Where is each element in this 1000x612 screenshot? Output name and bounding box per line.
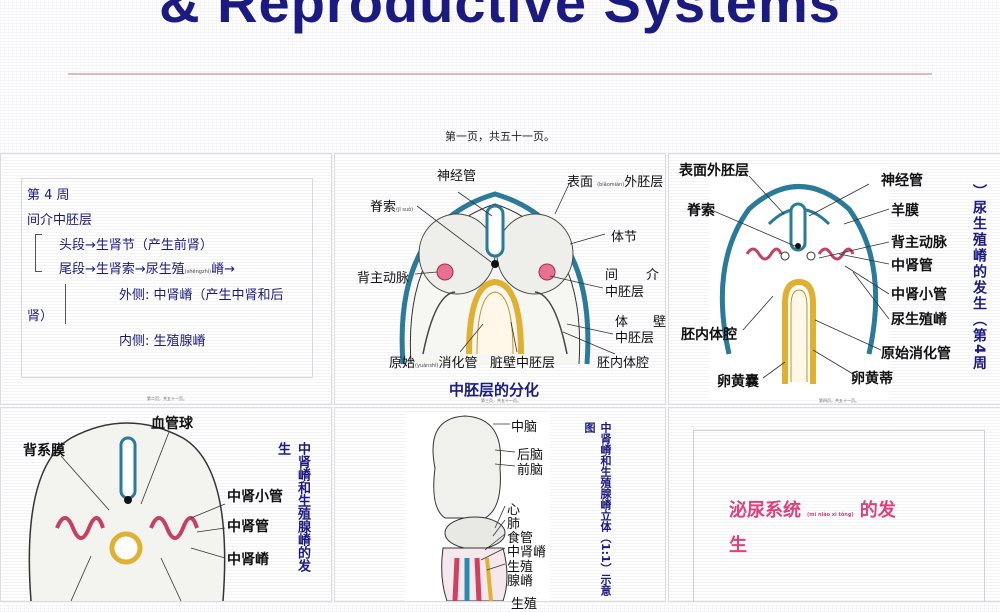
label-dorsal-aorta: 背主动脉 [891, 235, 947, 251]
slide-footer: 第四页，共五十一页。 [819, 398, 859, 403]
label-notochord: 脊索 [687, 203, 715, 219]
slide-footer: 第二页，共五十一页。 [147, 396, 187, 401]
page-counter: 第一页，共五十一页。 [445, 130, 555, 143]
label-urogenital-ridge: 尿生殖嵴 [891, 312, 947, 328]
label-forebrain: 前脑 [517, 463, 544, 478]
tail-segment-text: 尾段→生肾索→尿生殖(shēngzhí)嵴→ [59, 258, 235, 277]
thumbnail-slide-2[interactable]: 第 4 周 间介中胚层 头段→生肾节（产生前肾） 尾段→生肾索→尿生殖(shēn… [0, 153, 332, 405]
label-mesonephric-duct: 中肾管 [227, 519, 269, 535]
label-mesonephric-tubule: 中肾小管 [227, 489, 283, 505]
label-mesonephric-ridge: 中肾嵴 [227, 552, 269, 568]
label-midbrain: 中脑 [511, 420, 538, 435]
side-title: ）尿生殖嵴的发生（第4周 [971, 184, 987, 372]
side-title-b: 中肾嵴和生殖腺嵴的发 [295, 442, 310, 572]
label-mesonephric-ridge: 中肾嵴 [507, 545, 547, 560]
label-gonad-2: 腺嵴 [507, 574, 534, 589]
diagram-caption: 中胚层的分化 [449, 381, 540, 399]
label-lateral-2: 壁 [653, 315, 667, 330]
label-dorsal-aorta: 背主动脉 [357, 271, 410, 286]
urogenital-diagram [708, 175, 890, 384]
brace [35, 234, 42, 272]
label-primitive-gut: 原始(yuánshǐ)消化管 [389, 352, 477, 371]
label-lateral-3: 中胚层 [615, 331, 655, 346]
label-intermediate-1: 间 [605, 268, 619, 283]
title-divider [68, 73, 932, 75]
label-primitive-gut: 原始消化管 [881, 346, 951, 362]
label-splanchnic: 脏壁中胚层 [490, 356, 556, 371]
label-lateral-1: 体 [615, 315, 629, 330]
label-coelom: 胚内体腔 [681, 327, 737, 343]
label-coelom: 胚内体腔 [597, 356, 650, 371]
title-pinyin: (mì niào xì tǒng) [807, 512, 854, 518]
thumbnail-slide-4[interactable]: 表面外胚层 神经管 脊索 羊膜 背主动脉 中肾管 中肾小管 尿生殖嵴 胚内体腔 … [668, 153, 1000, 405]
text-box [21, 178, 313, 378]
title-part-b: 的发 [859, 500, 896, 521]
thumbnail-slide-5[interactable]: 背系膜 血管球 中肾小管 中肾管 中肾嵴 生 中肾嵴和生殖腺嵴的发 [0, 407, 332, 602]
label-somite: 体节 [611, 230, 638, 245]
brace-2 [65, 284, 71, 324]
label-notochord-pinyin: (jǐ suǒ) [396, 207, 414, 213]
embryo-diagram [432, 415, 516, 601]
thumbnail-slide-7[interactable]: 泌尿系统 (mì niào xì tǒng) 的发 生 [668, 407, 1000, 602]
label-notochord: 脊索(jǐ suǒ) [370, 196, 413, 215]
label-bottom: 生殖 [511, 597, 538, 612]
label-lung: 肺 [507, 517, 521, 532]
week-label: 第 4 周 [27, 188, 70, 203]
label-mesonephric-duct: 中肾管 [891, 258, 933, 274]
label-surface-pinyin: (biǎomiàn) [597, 182, 625, 188]
label-primitive: 原始 [389, 356, 416, 371]
label-neural-tube: 神经管 [437, 169, 477, 184]
side-title-a: 生 [275, 442, 290, 455]
label-surface-ectoderm: 表面外胚层 [679, 163, 749, 179]
side-title-a: 图 [583, 422, 596, 433]
inner-text: 内侧: 生殖腺嵴 [119, 334, 206, 349]
outer-text-2: 肾） [27, 309, 54, 324]
label-hindbrain: 后脑 [517, 448, 544, 463]
title-part-a: 泌尿系统 [729, 500, 801, 521]
label-notochord-text: 脊索 [370, 200, 397, 215]
label-surface: 表面 [567, 175, 594, 190]
tail-pinyin: (shēngzhí) [184, 269, 212, 275]
label-amnion: 羊膜 [891, 203, 919, 219]
label-ectoderm: 外胚层 [624, 175, 664, 190]
label-yolk-stalk: 卵黄蒂 [851, 371, 893, 387]
label-surface-ectoderm: 表面 (biǎomiàn)外胚层 [567, 171, 663, 190]
thumbnail-slide-6[interactable]: 中脑 后脑 前脑 心 肺 食管 中肾嵴 生殖 腺嵴 生殖 图 中肾嵴和生殖腺嵴立… [334, 407, 666, 612]
head-segment-text: 头段→生肾节（产生前肾） [59, 238, 213, 253]
label-heart: 心 [507, 503, 521, 518]
slide-title: 泌尿系统 (mì niào xì tǒng) 的发 [729, 496, 896, 522]
title-box [693, 430, 985, 602]
label-neural-tube: 神经管 [881, 173, 923, 189]
label-gonad-1: 生殖 [507, 560, 534, 575]
label-gut: 消化管 [438, 356, 478, 371]
label-primitive-pinyin: (yuánshǐ) [415, 363, 439, 369]
mesoderm-diagram [399, 183, 616, 365]
label-glomerulus: 血管球 [151, 416, 193, 432]
label-intermediate-2: 介 [646, 268, 660, 283]
slide-title-line2: 生 [729, 535, 747, 556]
label-intermediate-3: 中胚层 [605, 285, 645, 300]
label-mesentery: 背系膜 [23, 443, 65, 459]
slide-footer: 第三页，共五十一页。 [481, 398, 521, 403]
tail-segment-main: 尾段→生肾索→尿生殖 [59, 262, 185, 277]
slide-title: & Reproductive Systems [159, 0, 841, 34]
label-yolk-sac: 卵黄囊 [717, 374, 759, 390]
side-title-b: 中肾嵴和生殖腺嵴立体（1:1）示意 [599, 422, 612, 596]
label-mesonephric-tubule: 中肾小管 [891, 287, 947, 303]
label-esophagus: 食管 [507, 531, 534, 546]
outer-text-1: 外侧: 中肾嵴（产生中肾和后 [119, 288, 284, 303]
mesoderm-label: 间介中胚层 [27, 213, 93, 228]
mesonephric-diagram [28, 422, 226, 601]
tail-segment-end: 嵴→ [211, 262, 235, 277]
thumbnail-slide-3[interactable]: 神经管 表面 (biǎomiàn)外胚层 脊索(jǐ suǒ) 体节 背主动脉 … [334, 153, 666, 405]
